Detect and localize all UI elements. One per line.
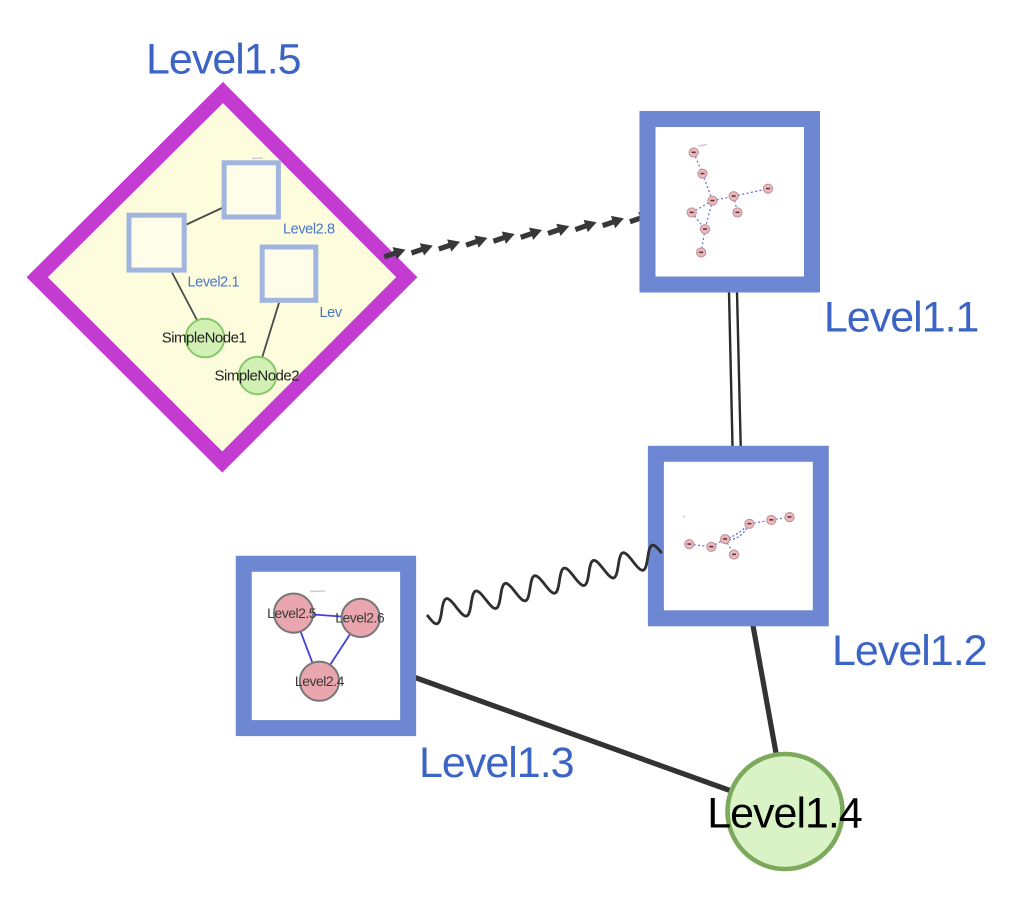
svg-text:Level1.3: Level1.3 (419, 739, 574, 787)
svg-text:SimpleNode2: SimpleNode2 (215, 367, 300, 384)
svg-text:Level2.6: Level2.6 (335, 610, 385, 626)
svg-text:Level2.8: Level2.8 (283, 222, 335, 238)
svg-text:Level2.4: Level2.4 (295, 673, 345, 689)
svg-text:Level1.5: Level1.5 (146, 36, 301, 84)
svg-text:Lev: Lev (320, 305, 343, 321)
svg-text:Level2.5: Level2.5 (267, 605, 317, 621)
svg-text:Level2.1: Level2.1 (188, 275, 240, 291)
svg-text:SimpleNode1: SimpleNode1 (162, 330, 247, 347)
svg-text:Level1.1: Level1.1 (824, 294, 979, 342)
svg-text:Level1.4: Level1.4 (707, 789, 862, 837)
svg-text:Level1.2: Level1.2 (832, 627, 987, 675)
